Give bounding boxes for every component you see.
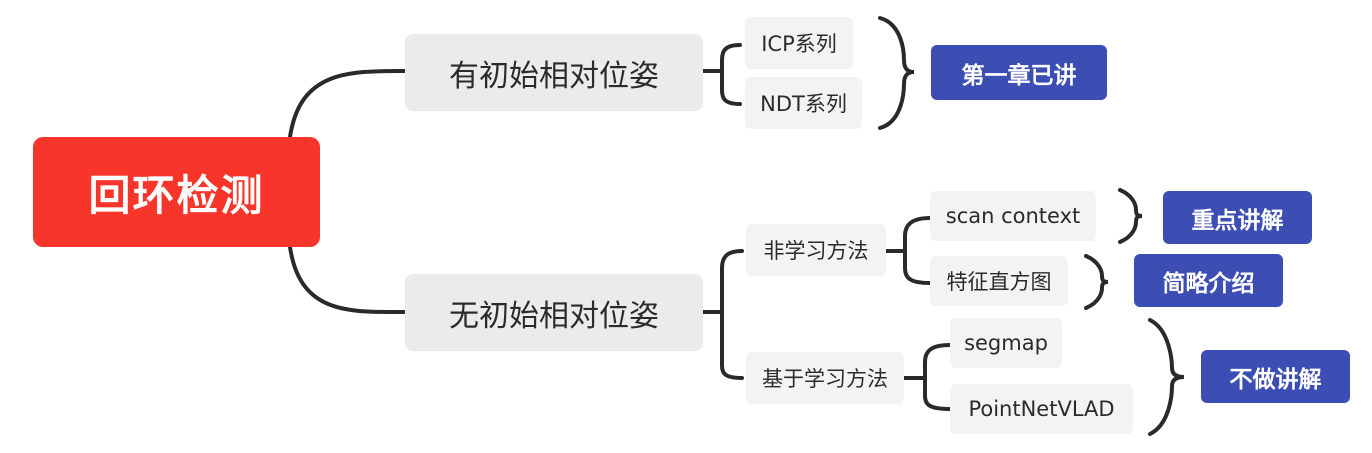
connector-root-branch1 — [288, 68, 407, 139]
group-node-learning-based[interactable]: 基于学习方法 — [746, 352, 904, 404]
note-tag-covered-chapter-one: 第一章已讲 — [931, 45, 1107, 100]
branch-node-with-initial-pose[interactable]: 有初始相对位姿 — [405, 34, 703, 111]
branch-node-without-initial-pose[interactable]: 无初始相对位姿 — [405, 274, 703, 351]
connector-root-branch2 — [288, 245, 407, 315]
note-tag-not-covered: 不做讲解 — [1201, 350, 1350, 403]
leaf-node-ndt[interactable]: NDT系列 — [745, 77, 862, 129]
connector-branch1-bracket — [720, 43, 742, 106]
leaf-node-scan-context[interactable]: scan context — [930, 191, 1096, 241]
connector-branch2-bracket — [720, 249, 744, 380]
connector-group2-bracket — [923, 343, 952, 411]
root-node[interactable]: 回环检测 — [33, 137, 320, 247]
leaf-node-feature-histogram[interactable]: 特征直方图 — [930, 256, 1068, 306]
leaf-node-pointnetvlad[interactable]: PointNetVLAD — [950, 384, 1133, 434]
leaf-node-segmap[interactable]: segmap — [950, 318, 1062, 368]
brace-item-histogram — [1084, 254, 1109, 310]
brace-branch1 — [878, 16, 915, 130]
leaf-node-icp[interactable]: ICP系列 — [745, 17, 853, 69]
brace-group2 — [1148, 318, 1185, 436]
group-node-non-learning[interactable]: 非学习方法 — [746, 224, 886, 276]
note-tag-key-topic: 重点讲解 — [1163, 191, 1312, 244]
connector-group1-bracket — [903, 216, 932, 285]
brace-item-scan-context — [1118, 188, 1143, 244]
note-tag-brief-intro: 简略介绍 — [1134, 254, 1283, 307]
